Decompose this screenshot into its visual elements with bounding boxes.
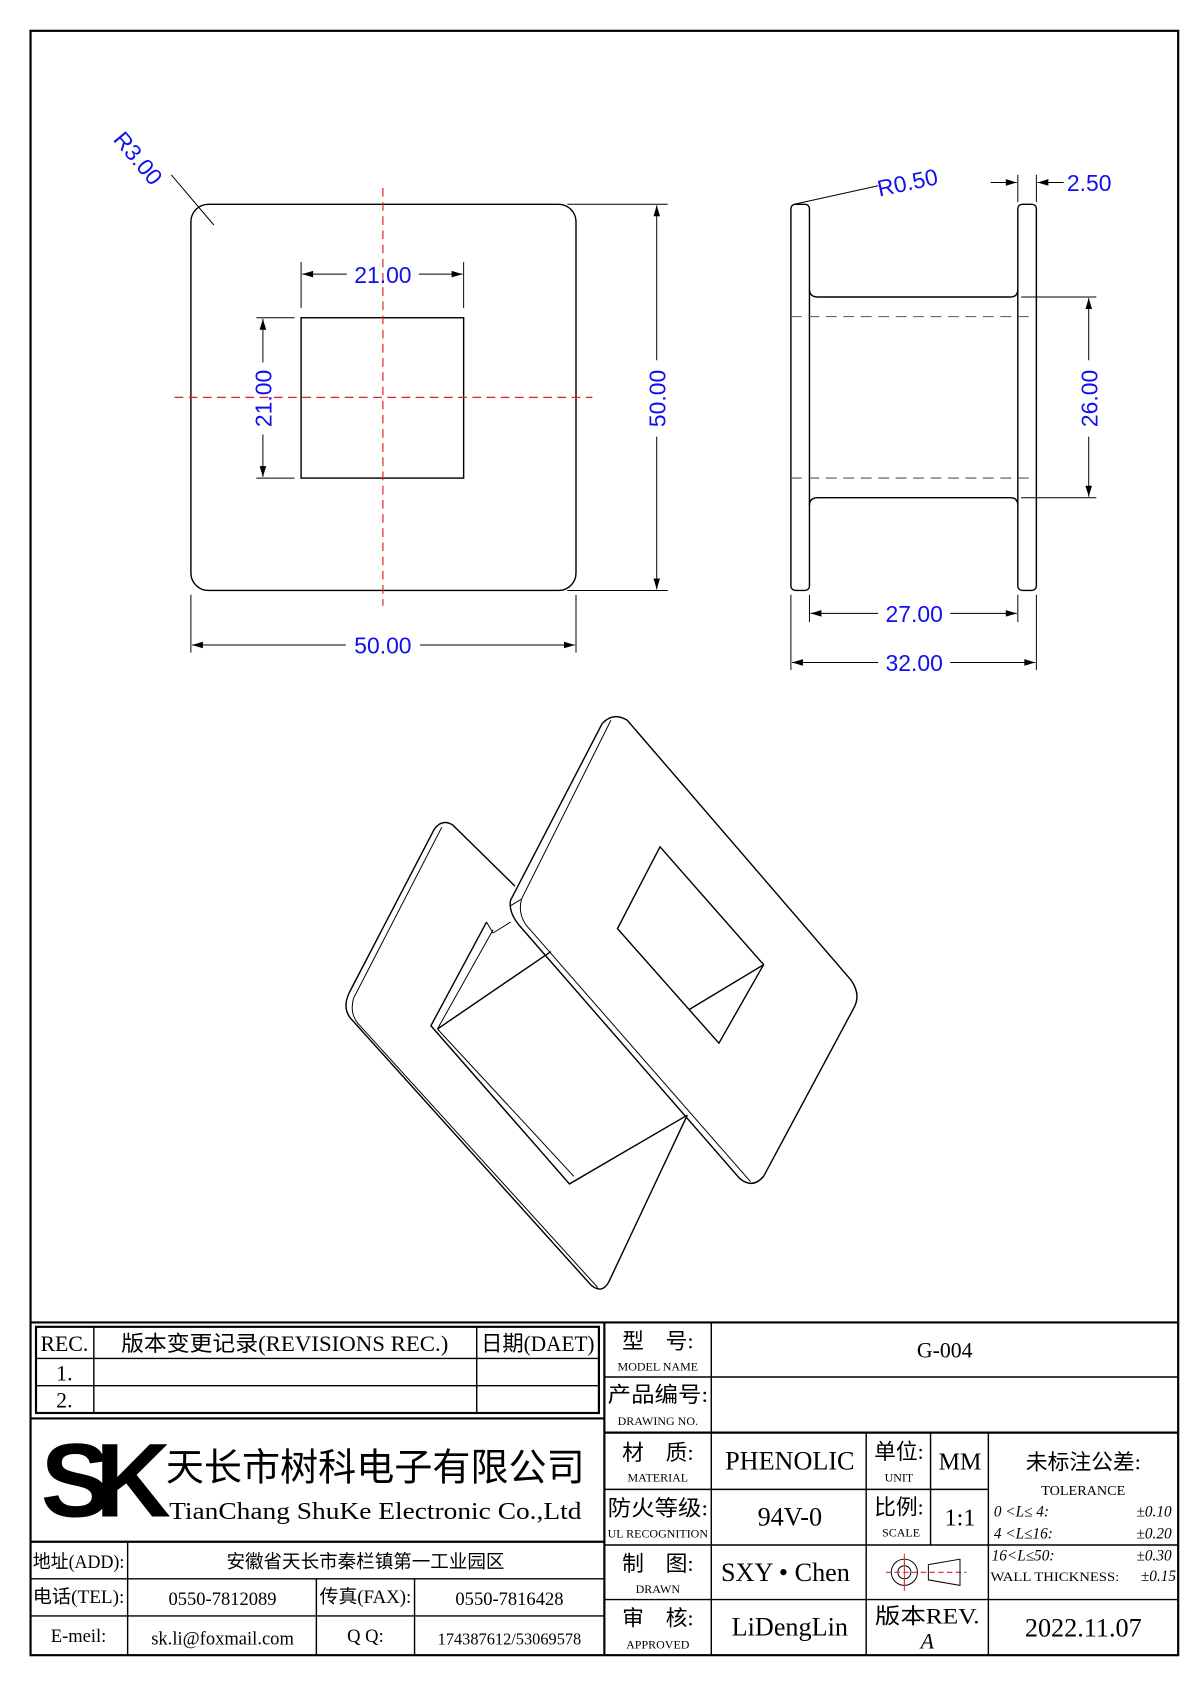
left-flange [790,203,811,592]
unit-label-en: UNIT [885,1471,914,1485]
drawing-no-label-cn: 产品编号: [608,1383,708,1407]
ul-label-cn: 防火等级: [608,1497,708,1521]
flange-width-dimension: 50.00 [190,594,577,659]
fax-label: 传真(FAX): [320,1587,412,1608]
tolerance-range-3: 16<L≤50: [992,1547,1055,1564]
qq-value: 174387612/53069578 [438,1629,582,1648]
model-value: G-004 [917,1338,973,1362]
tolerance-range-2: 4 <L≤16: [994,1525,1053,1542]
flange-height-label: 50.00 [644,370,670,427]
model-label-en: MODEL NAME [618,1359,699,1373]
edge-radius-leader [794,185,879,205]
flange-thickness-label: 2.50 [1067,170,1112,196]
contact-block: 地址(ADD): 安徽省天长市秦栏镇第一工业园区 电话(TEL): 0550-7… [30,1540,605,1656]
company-name-en: TianChang ShuKe Electronic Co.,Ltd [169,1499,581,1525]
inner-length-dimension: 27.00 [808,594,1019,627]
back-flange [345,821,688,1290]
approved-value: LiDengLin [732,1613,848,1642]
tolerance-title: 未标注公差: [1026,1451,1141,1475]
fax-value: 0550-7816428 [455,1589,563,1610]
field-labels: 型 号: MODEL NAME 产品编号: DRAWING NO. 材 质: M… [608,1330,980,1652]
front-flange [509,715,858,1185]
tolerance-range-1: 0 <L≤ 4: [994,1504,1049,1521]
core-height-label: 26.00 [1076,370,1102,427]
window-width-dimension: 21.00 [300,262,465,308]
tel-value: 0550-7812089 [168,1589,276,1610]
edge-radius-label: R0.50 [875,163,940,201]
scale-label-cn: 比例: [874,1495,924,1519]
material-value: PHENOLIC [725,1447,854,1476]
isometric-view [345,715,858,1290]
address-value: 安徽省天长市秦栏镇第一工业园区 [226,1552,504,1573]
company-logo: SK [41,1423,171,1540]
rev-value: A [919,1630,935,1654]
core-height-dimension: 26.00 [1021,296,1102,499]
tolerance-value-3: ±0.30 [1137,1547,1172,1564]
flange-height-dimension: 50.00 [567,203,670,591]
overall-length-dimension: 32.00 [790,594,1037,676]
scale-label-en: SCALE [882,1525,920,1539]
scale-value: 1:1 [945,1505,976,1531]
drawn-value: SXY • Chen [721,1558,850,1587]
right-flange [1017,203,1038,592]
rev-label: 版本REV. [875,1605,980,1629]
tolerance-label-en: TOLERANCE [1041,1483,1125,1499]
drawn-label-cn: 制 图: [622,1552,693,1576]
model-label-cn: 型 号: [622,1330,693,1354]
window-outline [300,317,465,479]
material-label-en: MATERIAL [627,1471,688,1485]
approved-label-cn: 审 核: [622,1607,693,1631]
flange-width-label: 50.00 [354,633,411,659]
window-height-dimension: 21.00 [251,317,295,479]
revision-row-2: 2. [56,1389,72,1413]
radius-leader [170,174,215,226]
date-value: 2022.11.07 [1025,1614,1142,1643]
ul-label-en: UL RECOGNITION [608,1526,709,1540]
window-height-label: 21.00 [251,370,277,427]
date-header: 日期(DAET) [481,1332,594,1356]
overall-length-label: 32.00 [886,650,943,676]
wall-thickness-label: WALL THICKNESS: [991,1569,1120,1584]
side-view: R0.50 2.50 26.00 27.00 32.00 [790,163,1112,676]
unit-label-cn: 单位: [874,1440,924,1464]
tolerance-value-2: ±0.20 [1137,1525,1172,1542]
revisions-table: REC. 版本变更记录(REVISIONS REC.) 日期(DAET) 1. … [30,1325,605,1420]
flange-thickness-dimension: 2.50 [990,170,1112,203]
window-width-label: 21.00 [354,262,411,288]
revision-row-1: 1. [56,1361,72,1385]
title-block: REC. 版本变更记录(REVISIONS REC.) 日期(DAET) 1. … [30,1321,1179,1656]
qq-label: Q Q: [347,1626,384,1647]
ul-value: 94V-0 [758,1502,822,1531]
core-top-edge [808,289,1019,298]
core-bottom-edge [808,497,1019,506]
inner-length-label: 27.00 [886,601,943,627]
email-label: E-meil: [51,1626,107,1647]
company-block: SK 天长市树科电子有限公司 TianChang ShuKe Electroni… [41,1423,585,1540]
tel-label: 电话(TEL): [33,1587,125,1608]
email-value: sk.li@foxmail.com [151,1628,294,1649]
drawing-no-label-en: DRAWING NO. [618,1414,698,1428]
approved-label-en: APPROVED [626,1638,690,1652]
rec-header: REC. [40,1332,88,1356]
first-angle-projection-icon [885,1553,967,1591]
front-window [616,845,765,1045]
material-label-cn: 材 质: [622,1441,693,1465]
tolerance-block: 未标注公差: TOLERANCE 0 <L≤ 4: ±0.10 4 <L≤16:… [991,1451,1177,1585]
wall-thickness-value: ±0.15 [1141,1568,1176,1585]
unit-value: MM [939,1450,982,1476]
core [430,921,688,1185]
field-values: G-004 PHENOLIC 94V-0 SXY • Chen LiDengLi… [721,1338,1142,1653]
revision-desc-header: 版本变更记录(REVISIONS REC.) [121,1332,448,1356]
company-name-cn: 天长市树科电子有限公司 [166,1447,585,1490]
corner-radius-label: R3.00 [109,126,168,190]
address-label: 地址(ADD): [33,1552,125,1573]
front-view: R3.00 21.00 21.00 50.00 50.00 [109,126,671,658]
drawn-label-en: DRAWN [636,1582,681,1596]
tolerance-value-1: ±0.10 [1137,1504,1172,1521]
